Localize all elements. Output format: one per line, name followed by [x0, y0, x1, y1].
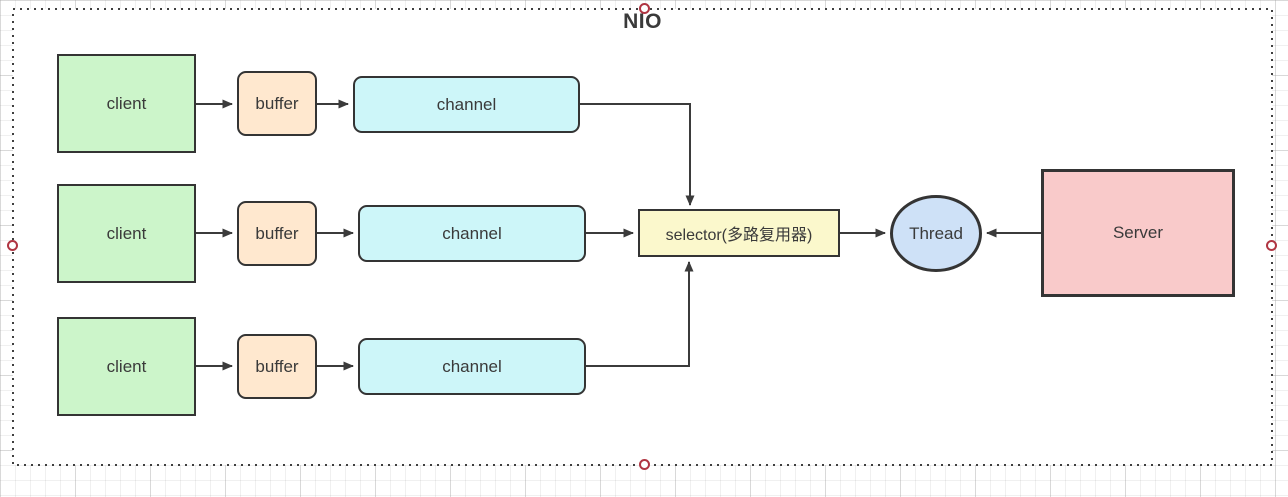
selector-node[interactable]: selector(多路复用器) — [638, 209, 840, 257]
arrow-channel3-selector[interactable] — [586, 261, 694, 367]
diagram-title[interactable]: NIO — [623, 10, 662, 33]
buffer-node-1[interactable]: buffer — [237, 71, 317, 136]
channel-node-2[interactable]: channel — [358, 205, 586, 262]
channel-node-3[interactable]: channel — [358, 338, 586, 395]
client-node-3[interactable]: client — [57, 317, 196, 416]
client-node-1[interactable]: client — [57, 54, 196, 153]
server-node[interactable]: Server — [1041, 169, 1235, 297]
buffer-node-2[interactable]: buffer — [237, 201, 317, 266]
arrow-channel1-selector[interactable] — [580, 103, 695, 206]
buffer-node-3[interactable]: buffer — [237, 334, 317, 399]
resize-handle-left[interactable] — [7, 240, 18, 251]
resize-handle-bottom[interactable] — [639, 459, 650, 470]
thread-node[interactable]: Thread — [890, 195, 982, 272]
client-node-2[interactable]: client — [57, 184, 196, 283]
resize-handle-top[interactable] — [639, 3, 650, 14]
channel-node-1[interactable]: channel — [353, 76, 580, 133]
resize-handle-right[interactable] — [1266, 240, 1277, 251]
